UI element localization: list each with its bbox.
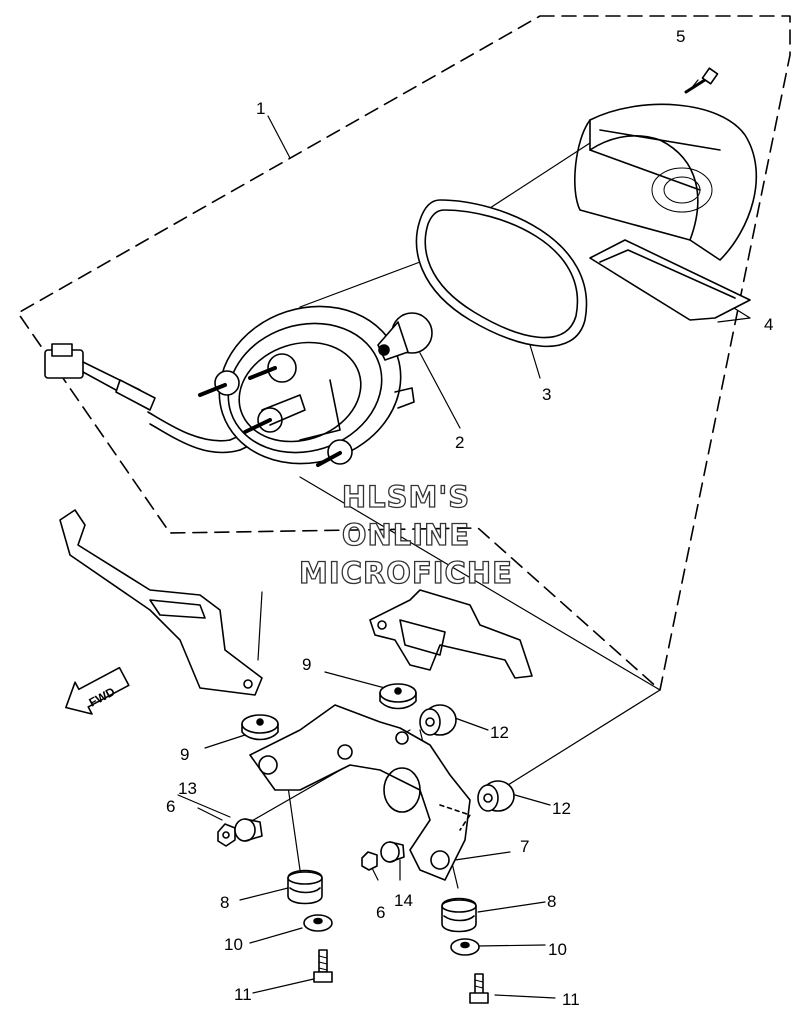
collar-14	[380, 841, 405, 863]
watermark-line-3: MICROFICHE	[298, 555, 513, 590]
callout-14: 14	[394, 891, 413, 910]
callout-3: 3	[542, 385, 551, 404]
callout-7: 7	[520, 837, 529, 856]
callout-2: 2	[455, 433, 464, 452]
assembly-boundary	[17, 15, 791, 691]
callout-8-right: 8	[547, 892, 556, 911]
callout-13: 13	[178, 779, 197, 798]
fwd-arrow-icon	[65, 666, 130, 715]
callout-11-right: 11	[562, 990, 580, 1009]
callout-8-left: 8	[220, 893, 229, 912]
bolt-11-left	[313, 949, 333, 983]
watermark-line-2: ONLINE	[341, 517, 471, 552]
lens	[574, 103, 758, 321]
damper-9-right	[379, 683, 417, 710]
watermark-line-1: HLSM'S	[341, 479, 471, 514]
callout-4: 4	[764, 315, 773, 334]
callout-9-left: 9	[180, 745, 189, 764]
grommet-12-lower	[477, 780, 515, 812]
callout-12-lower: 12	[552, 799, 571, 818]
callout-labels: 1 2 3 4 5 6 6 7 8 8 9 9 10 10 11 11 12 1…	[166, 27, 773, 1009]
washer-10-right	[450, 938, 480, 956]
wire-connector	[44, 343, 271, 454]
callout-5: 5	[676, 27, 685, 46]
nut-6-left	[217, 823, 236, 847]
center-bracket	[249, 704, 471, 881]
screw-5	[684, 67, 719, 94]
right-stay	[369, 589, 533, 679]
washer-10-left	[303, 914, 333, 932]
callout-10-right: 10	[548, 940, 567, 959]
callout-11-left: 11	[234, 985, 252, 1004]
collar-13	[234, 818, 263, 842]
left-stay	[59, 509, 263, 696]
callout-10-left: 10	[224, 935, 243, 954]
gasket	[415, 199, 588, 348]
callout-1: 1	[256, 99, 265, 118]
nut-6-center	[361, 851, 378, 871]
callout-6-left: 6	[166, 797, 175, 816]
damper-9-left	[241, 714, 279, 741]
grommet-12-upper	[419, 704, 457, 736]
lamp-housing	[198, 305, 415, 467]
bulb	[377, 312, 433, 361]
rubber-8-left	[287, 869, 323, 905]
callout-12-upper: 12	[490, 723, 509, 742]
callout-9-right: 9	[302, 655, 311, 674]
rubber-8-right	[441, 897, 477, 933]
bolt-11-right	[469, 973, 489, 1004]
callout-6-center: 6	[376, 903, 385, 922]
